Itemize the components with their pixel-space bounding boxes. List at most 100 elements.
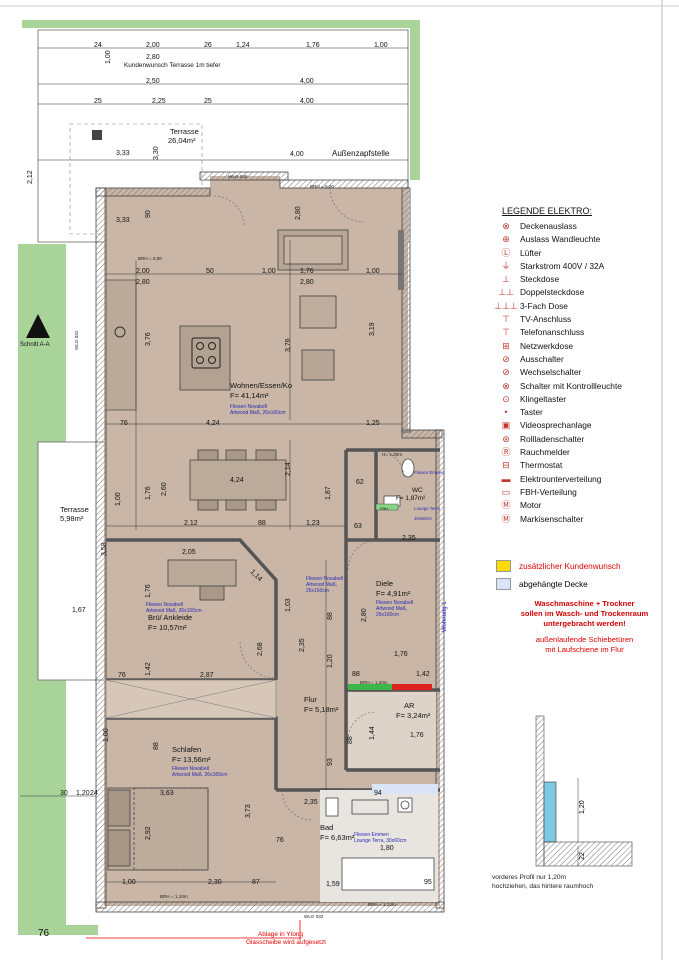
note-line: untergebracht werden! <box>543 619 626 628</box>
dim-text: 1,00 <box>122 879 136 886</box>
floor-spec: 26x160cm <box>376 612 399 618</box>
dim-text: 2,14 <box>285 462 292 476</box>
note-line: außenlaufende Schiebetüren <box>535 635 634 644</box>
dim-text: 88 <box>153 742 160 750</box>
dim-text: 2,92 <box>145 826 152 840</box>
dim-text: 1,42 <box>416 671 430 678</box>
legend-item-label: Starkstrom 400V / 32A <box>520 260 605 271</box>
tv-outlet-icon: ⊤ <box>502 314 510 325</box>
dim-text: 1,76 <box>306 42 320 49</box>
legend-item-label: Videosprechanlage <box>520 420 592 431</box>
legend-item: ⊛Rollladenschalter <box>492 433 672 446</box>
floor-spec: Lounge Terra <box>414 506 440 511</box>
switch-icon: ⊘ <box>502 353 510 364</box>
room-area: F= 6,63m² <box>320 833 355 842</box>
room-name: Brü/ Ankleide <box>148 613 192 622</box>
legend-item-label: Elektrounterverteilung <box>520 473 602 484</box>
legend-item: ⊙Klingeltaster <box>492 393 672 406</box>
kundenwunsch-marker <box>348 684 392 690</box>
sink-icon <box>114 326 126 338</box>
floor-spec: Fliesen Emmen <box>414 470 445 475</box>
dim-text: 94 <box>374 790 382 797</box>
caption-line: hochziehen, das hintere raumhoch <box>492 883 594 890</box>
dim-text: 4,00 <box>300 78 314 85</box>
caption-line: vorderes Profil nur 1,20m <box>492 874 567 881</box>
dim-text: 88 <box>327 612 334 620</box>
dim-text: 2,12 <box>184 520 198 527</box>
legend-item: ⊤Telefonanschluss <box>492 326 672 339</box>
room-name: Schlafen <box>172 745 201 754</box>
room-name: AR <box>404 701 415 710</box>
legend-item: ▣ Videosprechanlage <box>492 419 672 432</box>
legend-item-label: Motor <box>520 500 542 511</box>
double-socket-icon: ⊥⊥ <box>498 287 514 298</box>
legend-item-label: Schalter mit Kontrollleuchte <box>520 380 622 391</box>
dim-text: 3,73 <box>245 804 252 818</box>
floor-spec: Fliesen Emmen <box>354 832 389 838</box>
legend-item: ⊘Ausschalter <box>492 353 672 366</box>
dim-text: 88 <box>258 520 266 527</box>
legend-item: ⊞Netzwerkdose <box>492 340 672 353</box>
dim-text: 1,03 <box>285 598 292 612</box>
legend-item-label: Rollladenschalter <box>520 433 585 444</box>
dim-text: 4,00 <box>300 98 314 105</box>
room-name: Flur <box>304 695 317 704</box>
section-marker-icon <box>26 314 50 338</box>
dim-text: 90 <box>145 210 152 218</box>
legend-item-label: Doppelsteckdose <box>520 287 585 298</box>
dim-text: 2,35 <box>304 799 318 806</box>
legend-item-label: Rauchmelder <box>520 447 570 458</box>
sill-label: H= 1,20m <box>382 452 402 457</box>
legend-item: ⊥⊥ Doppelsteckdose <box>492 286 672 299</box>
room-area: F= 5,18m² <box>304 705 339 714</box>
dim-text: 30 <box>60 790 68 797</box>
network-socket-icon: ⊞ <box>502 340 510 351</box>
dim-text: 1,76 <box>394 651 408 658</box>
room-area: F= 3,24m² <box>396 711 431 720</box>
dim-text: 1,24 <box>236 42 250 49</box>
floor-spec: 26x160cm <box>306 588 329 594</box>
distribution-marker <box>392 684 432 690</box>
dim-text: 76 <box>120 420 128 427</box>
legend-item: ⊗ Schalter mit Kontrollleuchte <box>492 380 672 393</box>
sill-label: BRH = 0,00 <box>138 256 162 261</box>
dim-text: 3,33 <box>116 217 130 224</box>
dim-text: 1,00 <box>115 492 122 506</box>
video-intercom-icon: ▣ <box>501 420 511 431</box>
floor-spec: Artwood Maß, <box>306 582 337 588</box>
kitchen-island <box>179 325 231 391</box>
sill-label: BRH = 1,10m <box>160 894 188 899</box>
dim-text: 2,35 <box>402 535 416 542</box>
socket-icon: ⊥ <box>502 274 510 285</box>
legend-item: ⊤TV-Anschluss <box>492 313 672 326</box>
window-label: WLG 032 <box>304 914 324 919</box>
legend-item-label: FBH-Verteilung <box>520 486 577 497</box>
terrace-top-label: Terrasse <box>170 127 199 136</box>
distribution-board-icon: ▬ <box>501 473 511 484</box>
dim-text: 2,30 <box>208 879 222 886</box>
dim-text: 1,00 <box>366 268 380 275</box>
indicator-switch-icon: ⊗ <box>502 380 510 391</box>
dim-text: 2,87 <box>200 672 214 679</box>
terrace-left-label: Terrasse <box>60 505 89 514</box>
legend-item-label: Thermostat <box>520 460 563 471</box>
room-name: WC <box>412 487 423 494</box>
room-area: F= 13,56m² <box>172 755 211 764</box>
motor-icon: Ⓜ <box>501 500 511 511</box>
fbh-small-label: FBH <box>380 506 388 511</box>
dim-text: 87 <box>252 879 260 886</box>
profile-caption: vorderes Profil nur 1,20m hochziehen, da… <box>492 873 632 891</box>
dim-text: 62 <box>356 479 364 486</box>
fan-icon: Ⓛ <box>501 247 511 258</box>
dim-text: 88 <box>352 671 360 678</box>
dining-table <box>189 449 287 511</box>
desk <box>167 559 237 587</box>
dim-text: 1,67 <box>72 607 86 614</box>
grass-strip-top <box>22 20 420 28</box>
ar-floor <box>348 692 436 768</box>
dim-text: 2,05 <box>182 549 196 556</box>
